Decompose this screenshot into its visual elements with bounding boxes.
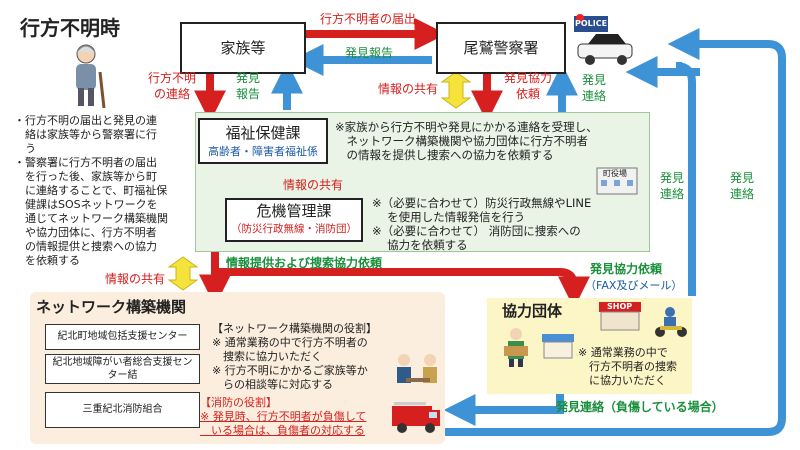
fire-role-heading: 【消防の役割】 (200, 396, 277, 409)
network-role-line: らの相談等に対応する (212, 378, 333, 391)
label-found-contact-3-text: 発見 連絡 (730, 171, 755, 201)
crisis-description: ※（必要に合わせて）防災行政無線やLINE を使用した情報発信を行う ※（必要に… (372, 196, 591, 252)
org-item: 紀北町地域包括支援センター (45, 324, 200, 350)
label-missing-contact: 行方不明 の連絡 (148, 70, 196, 102)
note-line: を行った後、家族等から町 (14, 170, 157, 183)
label-found-report: 発見報告 (345, 46, 394, 60)
police-label: 尾鷲警察署 (463, 39, 539, 57)
label-found-contact-2: 発見 連絡 (660, 170, 684, 202)
store-icon (542, 334, 574, 359)
label-fax-mail: （FAX及びメール） (585, 279, 683, 292)
org-name: 紀北町地域包括支援センター (57, 331, 188, 342)
page-title: 行方不明時 (20, 16, 120, 40)
note-line: や協力団体に、行方不明者 (14, 226, 157, 239)
label-found-contact-1: 発見 連絡 (582, 72, 606, 104)
label-missing-contact-text: 行方不明 の連絡 (148, 71, 197, 101)
welfare-node: 福祉保健課 高齢者・障害者福祉係 (198, 118, 328, 164)
label-report-missing: 行方不明者の届出 (320, 12, 417, 26)
coop-desc-line: ※ 通常業務の中で (578, 346, 668, 359)
welfare-desc-line: の情報を提供し捜索への協力を依頼する (335, 148, 554, 162)
fire-role: 【消防の役割】 ※ 発見時、行方不明者が負傷して いる場合は、負傷者の対応する (200, 396, 366, 438)
label-info-provide: 情報提供および捜索協力依頼 (226, 256, 383, 270)
label-found-coop-request: 発見協力 依頼 (504, 70, 552, 102)
org-item: 紀北地域障がい者総合支援センター結 (45, 354, 200, 384)
coop-desc-line: に協力いただく (578, 374, 666, 387)
note-line: 通じてネットワーク構築機関 (14, 212, 168, 225)
injured-blue (443, 394, 564, 426)
crisis-sub-label: （防災行政無線・消防団） (231, 223, 357, 235)
coop-desc-line: 行方不明者の捜索 (578, 360, 677, 373)
network-role-line: 捜索に協力いただく (212, 350, 322, 363)
welfare-sub-label: 高齢者・障害者福祉係 (208, 145, 318, 158)
crisis-desc-line: 協力を依頼する (372, 238, 468, 252)
label-info-share-3: 情報の共有 (105, 272, 166, 286)
welfare-desc-line: ネットワーク構築機関や協力団体に行方不明者 (335, 134, 588, 148)
yellow-share-1 (440, 71, 472, 109)
note-line: ・行方不明の届出と発見の連 (14, 114, 157, 127)
org-item: 三重紀北消防組合 (45, 392, 200, 428)
label-found-contact-1-text: 発見 連絡 (582, 73, 607, 103)
label-found-report-v-text: 発見 報告 (236, 71, 261, 101)
fire-truck-icon (392, 402, 440, 433)
label-info-share-2: 情報の共有 (283, 178, 344, 192)
label-found-coop-request-text: 発見協力 依頼 (504, 71, 553, 101)
note-line: 絡は家族等から警察署に行 (14, 128, 157, 141)
crisis-desc-line: ※（必要に合わせて） 消防団に捜索への (372, 224, 581, 238)
police-sign: POLICE (575, 19, 608, 28)
org-name: 紀北地域障がい者総合支援センター結 (52, 357, 193, 381)
delivery-person-icon (504, 328, 528, 367)
welfare-label: 福祉保健課 (225, 124, 301, 142)
welfare-desc-line: ※家族から行方不明や発見にかかる連絡を受理し、 (335, 120, 598, 134)
shop-icon: SHOP (597, 302, 643, 332)
note-line: 健課はSOSネットワークを (14, 198, 158, 211)
police-car-icon: POLICE (570, 14, 636, 68)
fire-role-line: いる場合は、負傷者の対応する (200, 424, 365, 437)
shop-sign: SHOP (607, 302, 633, 311)
network-role-line: ※ 通常業務の中で行方不明者の (212, 336, 368, 349)
network-role-line: ※ 行方不明にかかるご家族等か (212, 364, 368, 377)
note-line: ・警察署に行方不明者の届出 (14, 156, 157, 169)
town-hall-label: 町役場 (603, 169, 627, 178)
note-line: の情報提供と捜索への協力 (14, 240, 157, 253)
crisis-desc-line: を使用した情報発信を行う (372, 210, 526, 224)
label-found-contact-3: 発見 連絡 (730, 170, 754, 202)
town-hall-icon: 町役場 (595, 160, 639, 196)
police-node: 尾鷲警察署 (436, 22, 566, 74)
welfare-description: ※家族から行方不明や発見にかかる連絡を受理し、 ネットワーク構築機関や協力団体に… (335, 120, 598, 162)
fire-role-line: ※ 発見時、行方不明者が負傷して (200, 410, 367, 423)
note-line: う (14, 142, 36, 155)
label-found-contact-injured: 発見連絡（負傷している場合） (556, 400, 724, 414)
label-info-share-1: 情報の共有 (378, 82, 439, 96)
network-role-heading: 【ネットワーク構築機関の役割】 (212, 322, 377, 335)
yellow-share-3 (167, 256, 199, 291)
arrow-to-coop (215, 268, 590, 309)
left-notes: ・行方不明の届出と発見の連 絡は家族等から警察署に行 う ・警察署に行方不明者の… (14, 114, 192, 268)
label-found-report-v: 発見 報告 (236, 70, 260, 102)
crisis-node: 危機管理課 （防災行政無線・消防団） (225, 198, 363, 242)
label-found-contact-2-text: 発見 連絡 (660, 171, 685, 201)
consultation-icon (397, 354, 437, 383)
family-label: 家族等 (220, 39, 266, 57)
coop-label: 協力団体 (502, 302, 563, 320)
crisis-label: 危機管理課 (256, 202, 332, 220)
note-line: に連絡することで、町福祉保 (14, 184, 168, 197)
coop-description: ※ 通常業務の中で 行方不明者の捜索 に協力いただく (578, 346, 677, 388)
motorbike-icon (655, 307, 687, 337)
network-role: 【ネットワーク構築機関の役割】 ※ 通常業務の中で行方不明者の 捜索に協力いただ… (212, 322, 377, 392)
org-name: 三重紀北消防組合 (82, 404, 163, 415)
network-label: ネットワーク構築機関 (36, 298, 187, 316)
elderly-person-icon (76, 44, 106, 109)
family-node: 家族等 (180, 22, 306, 74)
note-line: を依頼する (14, 254, 80, 267)
crisis-desc-line: ※（必要に合わせて）防災行政無線やLINE (372, 196, 592, 210)
label-found-coop-fax: 発見協力依頼 (590, 262, 663, 276)
outer-blue-loop (422, 28, 786, 436)
